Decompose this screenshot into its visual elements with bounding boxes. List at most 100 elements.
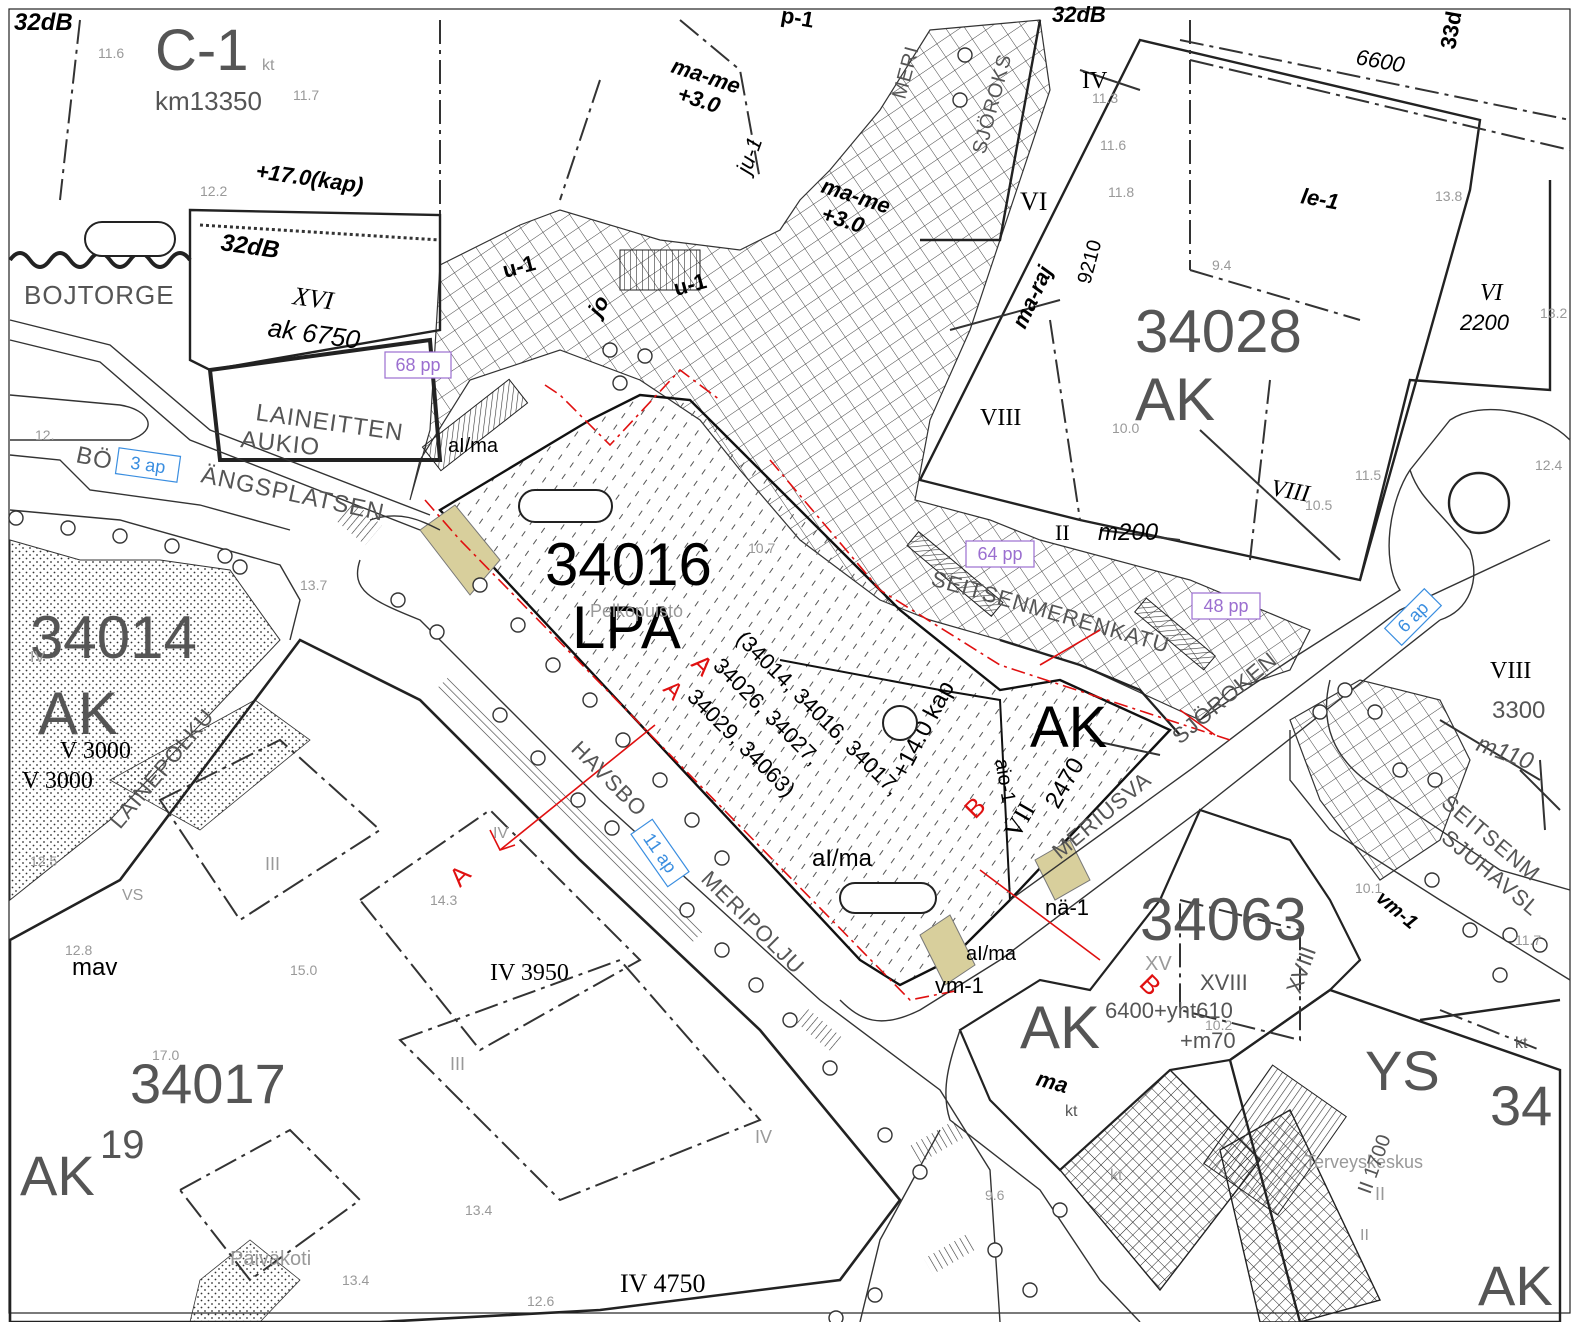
tree-symbol bbox=[615, 732, 631, 748]
tree-symbol bbox=[602, 342, 618, 358]
label-b34028-use: AK bbox=[1135, 366, 1215, 433]
tree-symbol bbox=[714, 942, 730, 958]
label-e126: 12.6 bbox=[527, 1293, 554, 1309]
label-e125b: 12.5 bbox=[30, 853, 57, 869]
label-ii_b: II bbox=[1375, 1184, 1385, 1204]
block-34016-area bbox=[438, 393, 1173, 987]
label-aima2: aI/ma bbox=[448, 435, 499, 457]
label-iv_a: IV bbox=[1082, 68, 1108, 94]
label-vi_b: VI bbox=[1480, 280, 1504, 306]
label-e132: 13.2 bbox=[1540, 305, 1567, 321]
label-mp1: p-1 bbox=[779, 2, 816, 32]
label-xvi: XVI bbox=[290, 281, 336, 316]
tree-symbol bbox=[545, 657, 561, 673]
label-viii_a: VIII bbox=[980, 405, 1021, 431]
label-street-bojangsplatsen-b: ÄNGSPLATSEN bbox=[199, 461, 387, 526]
label-sec_a3: A bbox=[443, 858, 477, 892]
label-aima1: aI/ma bbox=[812, 845, 873, 872]
label-kt_d: kt bbox=[1110, 1167, 1123, 1184]
label-iii_b: III bbox=[450, 1054, 465, 1074]
level-ovals bbox=[84, 221, 937, 914]
block-34016-subdivision bbox=[779, 659, 1011, 901]
tree-symbol bbox=[492, 707, 508, 723]
label-v3000b: V 3000 bbox=[22, 768, 93, 794]
tree-symbol bbox=[390, 592, 406, 608]
label-ys: YS bbox=[1365, 1039, 1440, 1102]
label-db32a: 32dB bbox=[219, 229, 281, 264]
label-e94: 9.4 bbox=[1212, 257, 1232, 273]
crossings bbox=[336, 249, 1347, 1275]
tree-symbol bbox=[987, 1242, 1003, 1258]
label-b34017-use: AK bbox=[20, 1144, 95, 1207]
tree-symbol bbox=[429, 624, 445, 640]
label-n3300: 3300 bbox=[1492, 697, 1545, 724]
section-lines bbox=[424, 368, 1231, 1001]
tree-symbol bbox=[612, 375, 628, 391]
label-kt_b: kt bbox=[1515, 1035, 1528, 1052]
label-n340: 34 bbox=[1490, 1074, 1552, 1137]
label-vm1: vm-1 bbox=[935, 973, 984, 998]
label-vi_a: VI bbox=[1020, 187, 1047, 216]
trees bbox=[8, 47, 1548, 1322]
label-n6600: 6600 bbox=[1354, 44, 1407, 77]
tree-symbol bbox=[232, 559, 248, 575]
label-iv_c: IV bbox=[755, 1127, 772, 1147]
tree-symbol bbox=[1312, 704, 1328, 720]
badge-pp64: 64 pp bbox=[965, 540, 1035, 568]
label-mav: mav bbox=[72, 954, 117, 981]
badge-text-ap3: 3 ap bbox=[129, 453, 166, 478]
badge-pp68: 68 pp bbox=[384, 351, 452, 379]
tree-symbol bbox=[1392, 762, 1408, 778]
tree-symbol bbox=[714, 850, 730, 866]
badge-ap3: 3 ap bbox=[114, 447, 182, 483]
label-e134: 13.4 bbox=[465, 1202, 492, 1218]
tree-symbol bbox=[472, 577, 488, 593]
label-b34017-sup: 19 bbox=[100, 1123, 145, 1167]
tree-symbol bbox=[912, 1164, 928, 1180]
dimension-arrows bbox=[949, 69, 1561, 831]
label-e116: 11.6 bbox=[98, 45, 124, 61]
label-e118: 11.8 bbox=[1108, 184, 1134, 200]
tree-symbol bbox=[679, 902, 695, 918]
tree-symbol bbox=[652, 772, 668, 788]
tree-symbol bbox=[867, 1287, 883, 1303]
label-e117b: 11.7 bbox=[1515, 932, 1541, 948]
tree-symbol bbox=[582, 692, 598, 708]
label-ma_low: ma bbox=[1034, 1066, 1071, 1098]
label-e102: 10.2 bbox=[1205, 1017, 1232, 1033]
badge-pp48: 48 pp bbox=[1191, 592, 1261, 620]
label-e101: 10.1 bbox=[1355, 880, 1382, 896]
label-v3000a: V 3000 bbox=[60, 738, 131, 764]
label-b34017-number: 34017 bbox=[130, 1052, 286, 1115]
label-e134b: 13.4 bbox=[342, 1272, 369, 1288]
label-terveyskeskus: Terveyskeskus bbox=[1305, 1152, 1423, 1172]
label-iv3950: IV 3950 bbox=[490, 960, 569, 986]
label-na1: nä-1 bbox=[1045, 895, 1089, 920]
label-km13350: km13350 bbox=[155, 86, 262, 116]
tree-symbol bbox=[1424, 872, 1440, 888]
label-ak-small-34016: AK bbox=[1030, 695, 1108, 760]
label-e138: 13.8 bbox=[1435, 188, 1462, 204]
label-e128: 12.8 bbox=[65, 942, 92, 958]
badge-ap6: 6 ap bbox=[1383, 587, 1443, 647]
tree-symbol bbox=[1532, 937, 1548, 953]
tree-symbol bbox=[957, 47, 973, 63]
label-le1: le-1 bbox=[1299, 183, 1341, 214]
tree-symbol bbox=[164, 538, 180, 554]
label-street-bojangsplatsen-a: BÖ bbox=[74, 441, 115, 475]
label-n2200: 2200 bbox=[1459, 310, 1510, 335]
map-frame bbox=[8, 8, 1571, 1314]
tree-symbol bbox=[637, 348, 653, 364]
plan-boundaries bbox=[59, 19, 1571, 1282]
label-m70: +m70 bbox=[1180, 1028, 1236, 1053]
label-iii_a: III bbox=[265, 854, 280, 874]
label-ii_c: II bbox=[1360, 1227, 1369, 1244]
label-bC1-number: C-1 bbox=[155, 18, 248, 83]
label-n6400: 6400+yht610 bbox=[1105, 998, 1233, 1023]
tree-symbol bbox=[822, 1060, 838, 1076]
tree-symbol bbox=[570, 792, 586, 808]
label-n9210: 9210 bbox=[1074, 238, 1107, 287]
tree-symbol bbox=[952, 92, 968, 108]
label-e170: 17.0 bbox=[152, 1047, 179, 1063]
roundabout-island bbox=[1447, 471, 1511, 535]
